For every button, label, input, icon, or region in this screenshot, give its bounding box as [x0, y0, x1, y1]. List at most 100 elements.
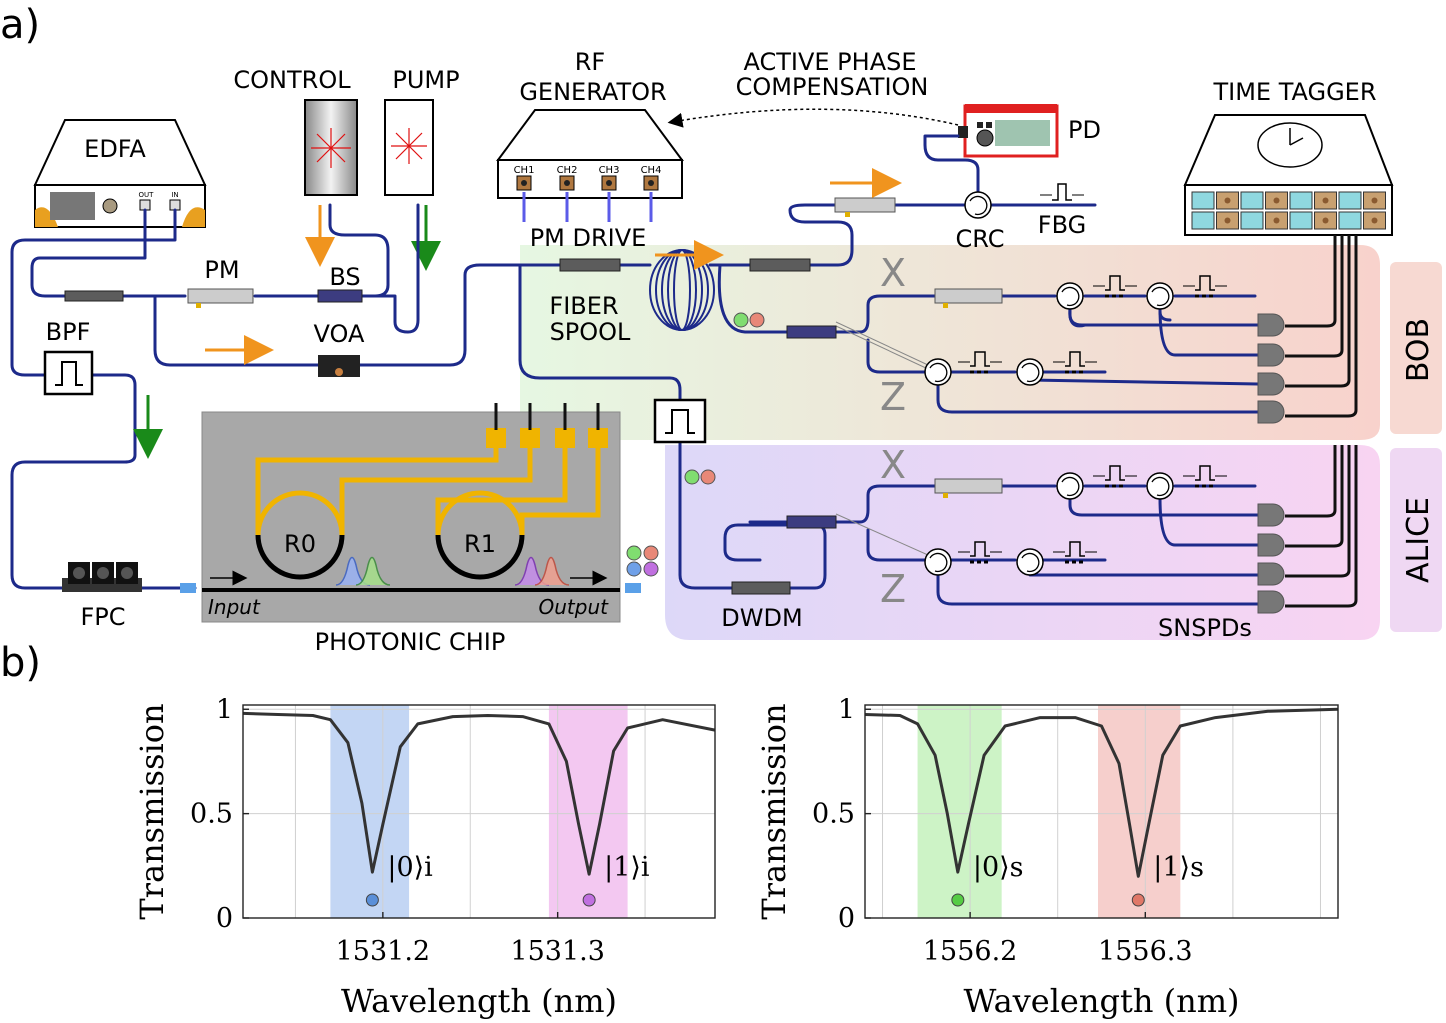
fbg-icon: [1195, 275, 1215, 291]
bandpass-filter-icon: [653, 398, 707, 444]
snspd-detector-icon: [1257, 343, 1285, 367]
alice-label: ALICE: [1401, 497, 1436, 583]
alice-detector-wire: [1285, 445, 1344, 548]
x-tick-label: 1556.3: [1098, 936, 1192, 967]
bob-x-basis: X: [880, 251, 906, 295]
circulator-arrow-icon: [929, 362, 948, 383]
panel-b-label: b): [0, 640, 41, 686]
snspd-detector-icon: [1257, 533, 1285, 557]
axes-box: [864, 704, 1339, 919]
bob-detector-wire: [1285, 235, 1344, 358]
state-band: [1097, 705, 1181, 918]
tt-channel-port: [1273, 217, 1280, 224]
bpf-label: BPF: [46, 318, 91, 346]
state-dot: [1131, 893, 1145, 907]
pm-drive-label: PM DRIVE: [530, 224, 647, 252]
y-tick-label: 0.5: [812, 799, 855, 830]
fiber-spool-label-2: SPOOL: [550, 318, 631, 346]
snspd-detector-icon: [1257, 590, 1285, 614]
circulator-arrow-icon: [1151, 476, 1170, 497]
edfa-instrument: EDFA OUT IN: [33, 119, 207, 228]
circulator-arrow-icon: [1021, 552, 1040, 573]
fiber-spool: [649, 249, 715, 331]
snspd-detector-icon: [1257, 313, 1285, 337]
active-phase-label-1: ACTIVE PHASE: [743, 48, 916, 76]
control-label: CONTROL: [233, 66, 351, 94]
y-axis-label: Transmission: [755, 703, 793, 919]
fbg-icon: [970, 541, 990, 557]
fbg-icon: [1065, 541, 1085, 557]
chip-input-label: Input: [208, 595, 261, 619]
photodiode: [958, 104, 1059, 158]
state-label: |1⟩s: [1153, 852, 1204, 883]
edfa-in-label: IN: [171, 191, 178, 199]
polarization-controller: [62, 562, 142, 592]
snspd-detector-icon: [1257, 562, 1285, 586]
fiber-components: [64, 197, 1003, 595]
state-label: |0⟩i: [387, 852, 433, 883]
ch3-label: CH3: [599, 165, 620, 176]
axes-box: [242, 704, 716, 919]
y-tick-label: 0: [216, 903, 233, 934]
snspd-detector-icon: [1257, 400, 1285, 424]
alice-detector-wire: [1285, 445, 1337, 518]
chip-output-label: Output: [539, 595, 610, 619]
pump-label: PUMP: [392, 66, 459, 94]
fbg-label: FBG: [1038, 211, 1086, 239]
bob-detector-wire: [1285, 235, 1351, 388]
transmission-curve: [864, 707, 1339, 878]
fbg-icon: [1195, 465, 1215, 481]
alice-region: [665, 445, 1380, 640]
detector-stages: [924, 275, 1285, 614]
alice-detector-wire: [1285, 445, 1358, 608]
crc-label: CRC: [956, 225, 1005, 253]
rf-label-2: GENERATOR: [519, 78, 666, 106]
state-label: |1⟩i: [604, 852, 650, 883]
output-coupler: [625, 583, 641, 593]
ch4-label: CH4: [641, 165, 662, 176]
pm-label: PM: [204, 256, 239, 284]
tt-channel-port: [1224, 217, 1231, 224]
time-tagger-label: TIME TAGGER: [1212, 78, 1376, 106]
phase-feedback-arrow: [667, 108, 959, 128]
ring-r1-label: R1: [464, 530, 496, 558]
x-tick-label: 1531.3: [510, 936, 604, 967]
pump-laser: [384, 99, 434, 196]
photonic-chip: [201, 403, 621, 623]
ch2-label: CH2: [557, 165, 578, 176]
bob-detector-wire: [1285, 235, 1337, 328]
y-axis-label: Transmission: [133, 703, 171, 919]
bob-tag: [1390, 262, 1442, 434]
pd-label: PD: [1068, 116, 1101, 144]
snspd-detector-icon: [1257, 372, 1285, 396]
tt-channel-cell: [1289, 191, 1313, 210]
x-tick-label: 1556.2: [923, 936, 1017, 967]
fiber-spool-label-1: FIBER: [549, 292, 618, 320]
dwdm-label: DWDM: [721, 604, 802, 632]
tt-channel-port: [1322, 217, 1329, 224]
bob-detector-wire: [1285, 235, 1358, 418]
tt-channel-cell: [1191, 211, 1215, 230]
rf-generator: [496, 109, 684, 199]
tt-channel-cell: [1240, 211, 1264, 230]
state-dot: [365, 893, 379, 907]
circulator-arrow-icon: [1151, 286, 1170, 307]
transmission-curve: [242, 711, 716, 876]
fbg-icon: [1065, 351, 1085, 367]
y-tick-label: 1: [216, 694, 233, 725]
circulator-arrow-icon: [1021, 362, 1040, 383]
fbg-icon: [1105, 465, 1125, 481]
tt-channel-cell: [1338, 211, 1362, 230]
plot-area: [243, 705, 715, 918]
tt-channel-port: [1322, 197, 1329, 204]
fbg-icon: [970, 351, 990, 367]
circulator-arrow-icon: [1061, 286, 1080, 307]
ring-r0-label: R0: [284, 530, 316, 558]
alice-detector-wire: [1285, 445, 1351, 578]
photon-markers: [626, 312, 765, 577]
state-band: [917, 705, 1002, 918]
chip-title: PHOTONIC CHIP: [315, 628, 506, 656]
rf-label-1: RF: [575, 48, 605, 76]
state-band: [548, 705, 628, 918]
